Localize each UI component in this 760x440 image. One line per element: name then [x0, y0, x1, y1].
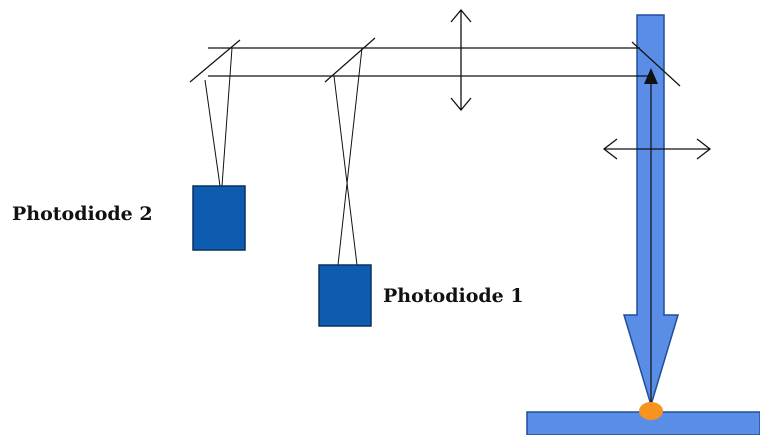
- melt-pool-spot: [639, 402, 663, 420]
- photodiode-1-detector: [318, 264, 372, 327]
- pd2-beam-left: [204, 79, 221, 187]
- main-beam-splitter: [631, 41, 681, 87]
- photodiode-1-label: Photodiode 1: [383, 285, 524, 307]
- pd1-beam-left: [333, 75, 358, 266]
- photodiode-2-detector: [192, 185, 246, 251]
- mirror-photodiode-1: [324, 37, 376, 83]
- pd1-beam-right: [337, 47, 363, 266]
- double-arrow-horizontal-icon: [602, 138, 712, 160]
- double-arrow-vertical-icon: [450, 8, 472, 112]
- photodiode-2-label: Photodiode 2: [12, 203, 153, 225]
- mirror-photodiode-2: [189, 39, 241, 83]
- pd2-beam-right: [221, 47, 233, 187]
